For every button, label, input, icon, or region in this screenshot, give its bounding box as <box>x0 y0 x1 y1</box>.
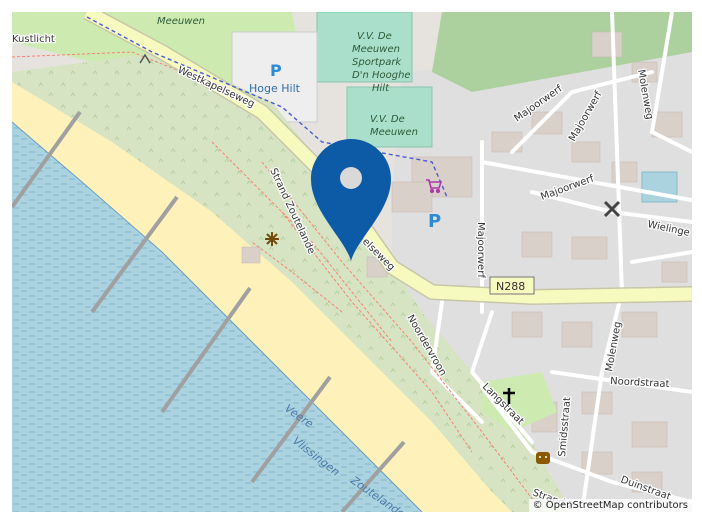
label-noordstraat: Noordstraat <box>610 376 670 390</box>
svg-text:Meeuwen: Meeuwen <box>370 127 418 138</box>
svg-text:D'n Hooghe: D'n Hooghe <box>352 70 411 81</box>
church-icon[interactable] <box>503 388 515 404</box>
beach-area <box>12 82 512 512</box>
minor-roads <box>429 12 692 512</box>
svg-text:Sportpark: Sportpark <box>352 57 402 68</box>
boundary-line <box>86 16 448 198</box>
forest-area <box>432 12 692 92</box>
windmill-icon[interactable] <box>603 200 621 218</box>
groynes <box>12 110 406 512</box>
label-vv-de-meeuwen-sportpark: V.V. De Meeuwen Sportpark D'n Hooghe Hil… <box>352 31 411 94</box>
svg-text:V.V. De: V.V. De <box>370 114 405 125</box>
theatre-icon[interactable] <box>536 452 550 464</box>
parking-icon[interactable]: P <box>428 211 441 232</box>
attribution[interactable]: © OpenStreetMap contributors <box>528 499 692 512</box>
label-majoorwerf-4: Majoorwerf <box>475 222 486 278</box>
map-marker-icon[interactable] <box>311 139 391 261</box>
sea-area <box>12 122 422 512</box>
svg-text:Meeuwen: Meeuwen <box>352 44 400 55</box>
svg-text:N288: N288 <box>496 280 525 293</box>
viewpoint-icon[interactable] <box>265 232 279 246</box>
shop-icon[interactable] <box>426 179 443 194</box>
map-view[interactable]: Meeuwen Kustlicht Westkapelseweg elseweg… <box>12 12 692 512</box>
svg-text:Hilt: Hilt <box>372 83 390 94</box>
village-green <box>482 372 557 432</box>
shoreline <box>12 121 423 512</box>
label-vv-de-meeuwen: V.V. De Meeuwen <box>370 114 418 138</box>
svg-text:V.V. De: V.V. De <box>357 31 392 42</box>
road-shield-n288: N288 <box>489 276 535 295</box>
sports-pitch-1 <box>316 12 413 83</box>
label-hoge-hilt: Hoge Hilt <box>249 82 301 95</box>
parking-icon: P <box>270 61 282 80</box>
footpaths <box>12 51 543 512</box>
sports-pitch-2 <box>346 86 433 148</box>
label-kustlicht: Kustlicht <box>12 34 55 45</box>
label-meeuwen: Meeuwen <box>157 16 205 27</box>
viewpoint-icon[interactable] <box>139 53 151 64</box>
